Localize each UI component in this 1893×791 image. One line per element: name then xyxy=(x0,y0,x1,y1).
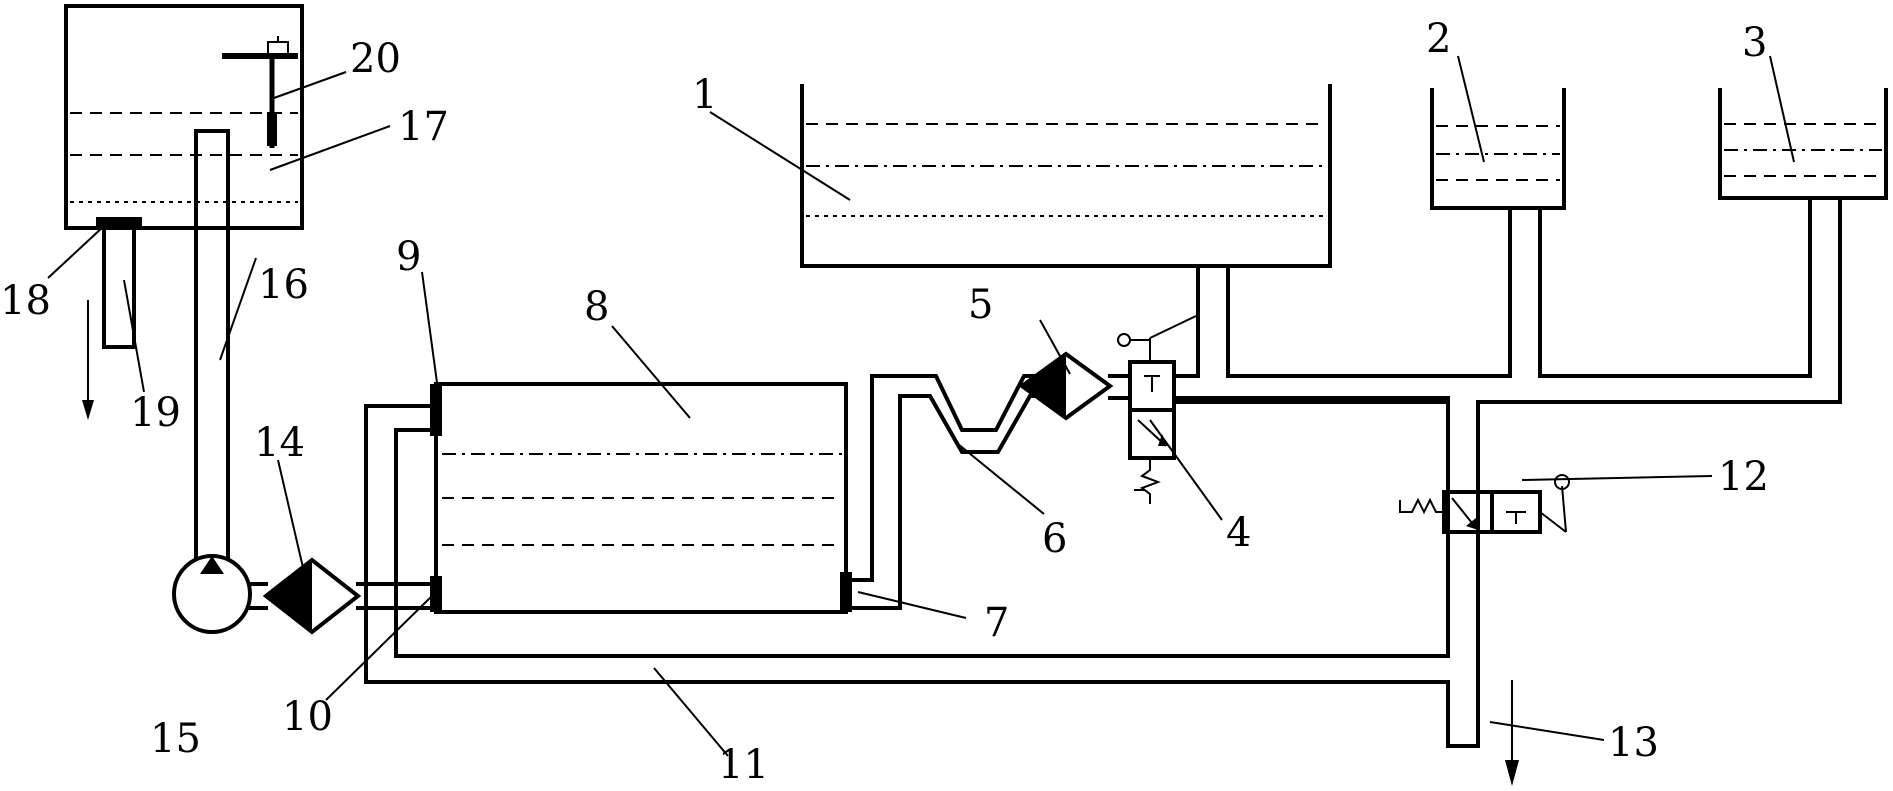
label-2: 2 xyxy=(1426,16,1451,62)
pipe-11 xyxy=(364,400,1480,748)
label-10: 10 xyxy=(282,694,333,740)
outlet-arrow-13 xyxy=(1505,680,1519,786)
tank-1 xyxy=(800,84,1332,268)
part-labels: 1 2 3 4 5 6 7 8 9 10 11 12 13 14 15 16 1… xyxy=(0,16,1769,788)
drain-outlet-18-19 xyxy=(82,217,142,420)
label-11: 11 xyxy=(718,742,769,788)
tank-8 xyxy=(430,382,852,614)
tank-3 xyxy=(1718,88,1888,200)
label-17: 17 xyxy=(398,104,449,150)
u-pipe-6 xyxy=(850,374,1042,610)
label-19: 19 xyxy=(130,390,181,436)
label-16: 16 xyxy=(258,262,309,308)
filter-14 xyxy=(248,557,442,635)
label-18: 18 xyxy=(0,278,51,324)
pipe-16 xyxy=(194,129,230,558)
label-20: 20 xyxy=(350,36,401,82)
label-5: 5 xyxy=(968,282,993,328)
tank-2 xyxy=(1430,88,1566,210)
valve-4 xyxy=(1117,315,1197,504)
label-9: 9 xyxy=(396,234,421,280)
label-14: 14 xyxy=(254,420,305,466)
pump-15 xyxy=(172,554,252,634)
label-3: 3 xyxy=(1742,20,1767,66)
leader-lines xyxy=(47,55,1795,757)
filter-5 xyxy=(1018,351,1132,421)
label-8: 8 xyxy=(584,284,609,330)
level-gauge-20 xyxy=(222,36,298,148)
label-7: 7 xyxy=(984,600,1009,646)
label-15: 15 xyxy=(150,716,201,762)
valve-12 xyxy=(1399,474,1570,534)
reservoir-17 xyxy=(64,4,304,230)
label-6: 6 xyxy=(1042,516,1067,562)
tank-supply-piping xyxy=(1172,196,1842,422)
label-13: 13 xyxy=(1608,720,1659,766)
label-1: 1 xyxy=(692,72,717,118)
label-12: 12 xyxy=(1718,454,1769,500)
label-4: 4 xyxy=(1226,510,1251,556)
